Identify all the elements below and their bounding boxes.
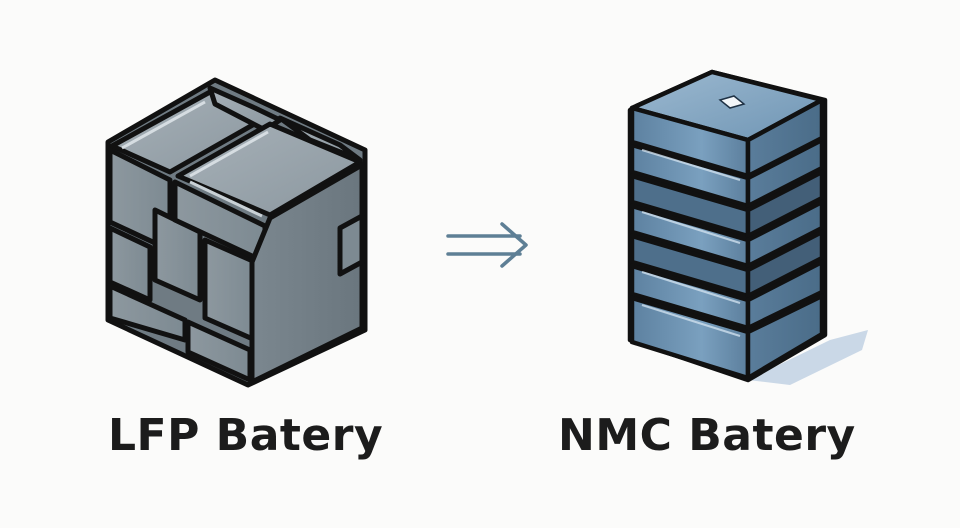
nmc-battery-label: NMC Batery <box>558 410 856 461</box>
lfp-cube-battery-icon <box>105 77 368 388</box>
lfp-battery-label: LFP Batery <box>108 410 384 461</box>
double-arrow-right-icon <box>446 222 528 268</box>
nmc-stacked-battery-icon <box>627 69 868 385</box>
terminal-mark-icon <box>718 95 746 109</box>
